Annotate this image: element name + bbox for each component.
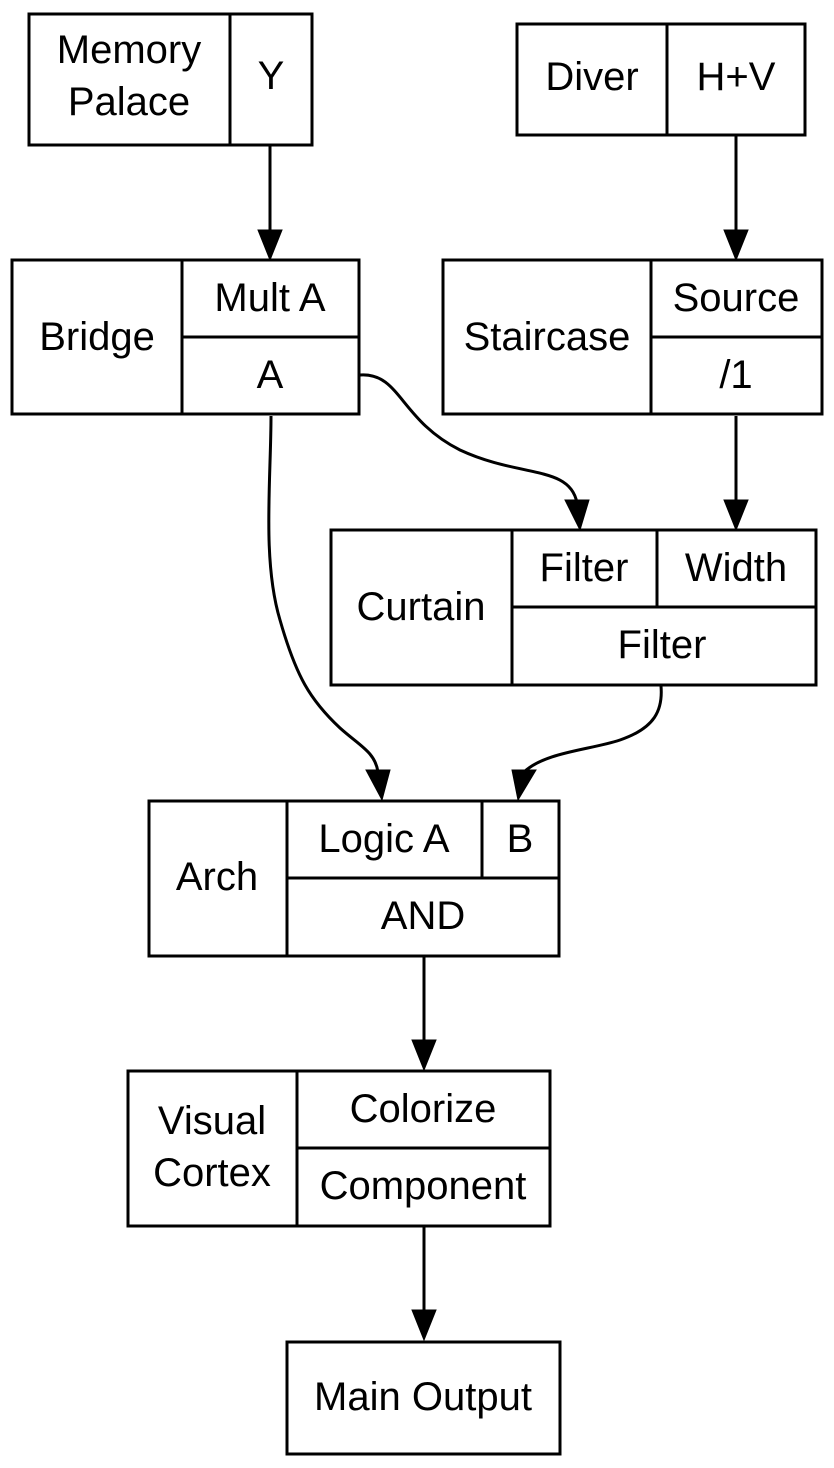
arrowhead-arch-b	[511, 769, 537, 802]
arrowhead-staircase-source	[723, 229, 749, 262]
arrowhead-arch-logic-a	[365, 769, 391, 802]
edge-bridge-to-arch-logic-a	[267, 415, 380, 773]
staircase-port-div1[interactable]: /1	[719, 353, 752, 397]
bridge-port-a[interactable]: A	[257, 353, 284, 397]
curtain-output-filter[interactable]: Filter	[618, 623, 707, 667]
node-memory-palace[interactable]: Memory Palace Y	[27, 12, 314, 147]
curtain-input-width[interactable]: Width	[685, 546, 787, 590]
arch-name: Arch	[176, 855, 258, 899]
edge-bridge-to-curtain-filter	[359, 373, 579, 504]
diver-name: Diver	[545, 55, 638, 99]
visual-cortex-name-line2: Cortex	[153, 1151, 271, 1195]
node-curtain[interactable]: Curtain Filter Width Filter	[329, 528, 818, 687]
edge-curtain-to-arch-b	[522, 685, 663, 774]
memory-palace-port-y[interactable]: Y	[258, 54, 285, 98]
node-visual-cortex[interactable]: Visual Cortex Colorize Component	[126, 1069, 552, 1228]
staircase-name: Staircase	[464, 315, 631, 359]
arrowhead-visual-cortex-colorize	[411, 1039, 437, 1072]
arrowhead-curtain-filter	[564, 499, 590, 532]
diver-port-hv[interactable]: H+V	[697, 55, 776, 99]
arrowhead-main-output	[411, 1309, 437, 1342]
staircase-param-source[interactable]: Source	[673, 276, 800, 320]
arrowhead-bridge-mult-a	[257, 229, 283, 262]
bridge-param-mult-a[interactable]: Mult A	[214, 276, 325, 320]
arch-input-b[interactable]: B	[507, 817, 534, 861]
main-output-name: Main Output	[314, 1375, 532, 1419]
memory-palace-name-line1: Memory	[57, 28, 201, 72]
arch-input-logic-a[interactable]: Logic A	[318, 817, 450, 861]
node-bridge[interactable]: Bridge Mult A A	[10, 258, 361, 416]
node-arch[interactable]: Arch Logic A B AND	[147, 799, 561, 958]
curtain-input-filter[interactable]: Filter	[540, 546, 629, 590]
bridge-name: Bridge	[39, 315, 155, 359]
node-staircase[interactable]: Staircase Source /1	[441, 258, 824, 416]
memory-palace-name-line2: Palace	[68, 80, 190, 124]
node-diver[interactable]: Diver H+V	[515, 22, 807, 137]
arch-output-and[interactable]: AND	[381, 894, 465, 938]
visual-cortex-param-colorize[interactable]: Colorize	[350, 1087, 497, 1131]
edges	[257, 136, 749, 1342]
curtain-name: Curtain	[357, 585, 486, 629]
visual-cortex-output-component[interactable]: Component	[320, 1164, 527, 1208]
visual-cortex-name-line1: Visual	[158, 1099, 266, 1143]
arrowhead-curtain-width	[723, 499, 749, 532]
node-main-output[interactable]: Main Output	[285, 1340, 562, 1456]
